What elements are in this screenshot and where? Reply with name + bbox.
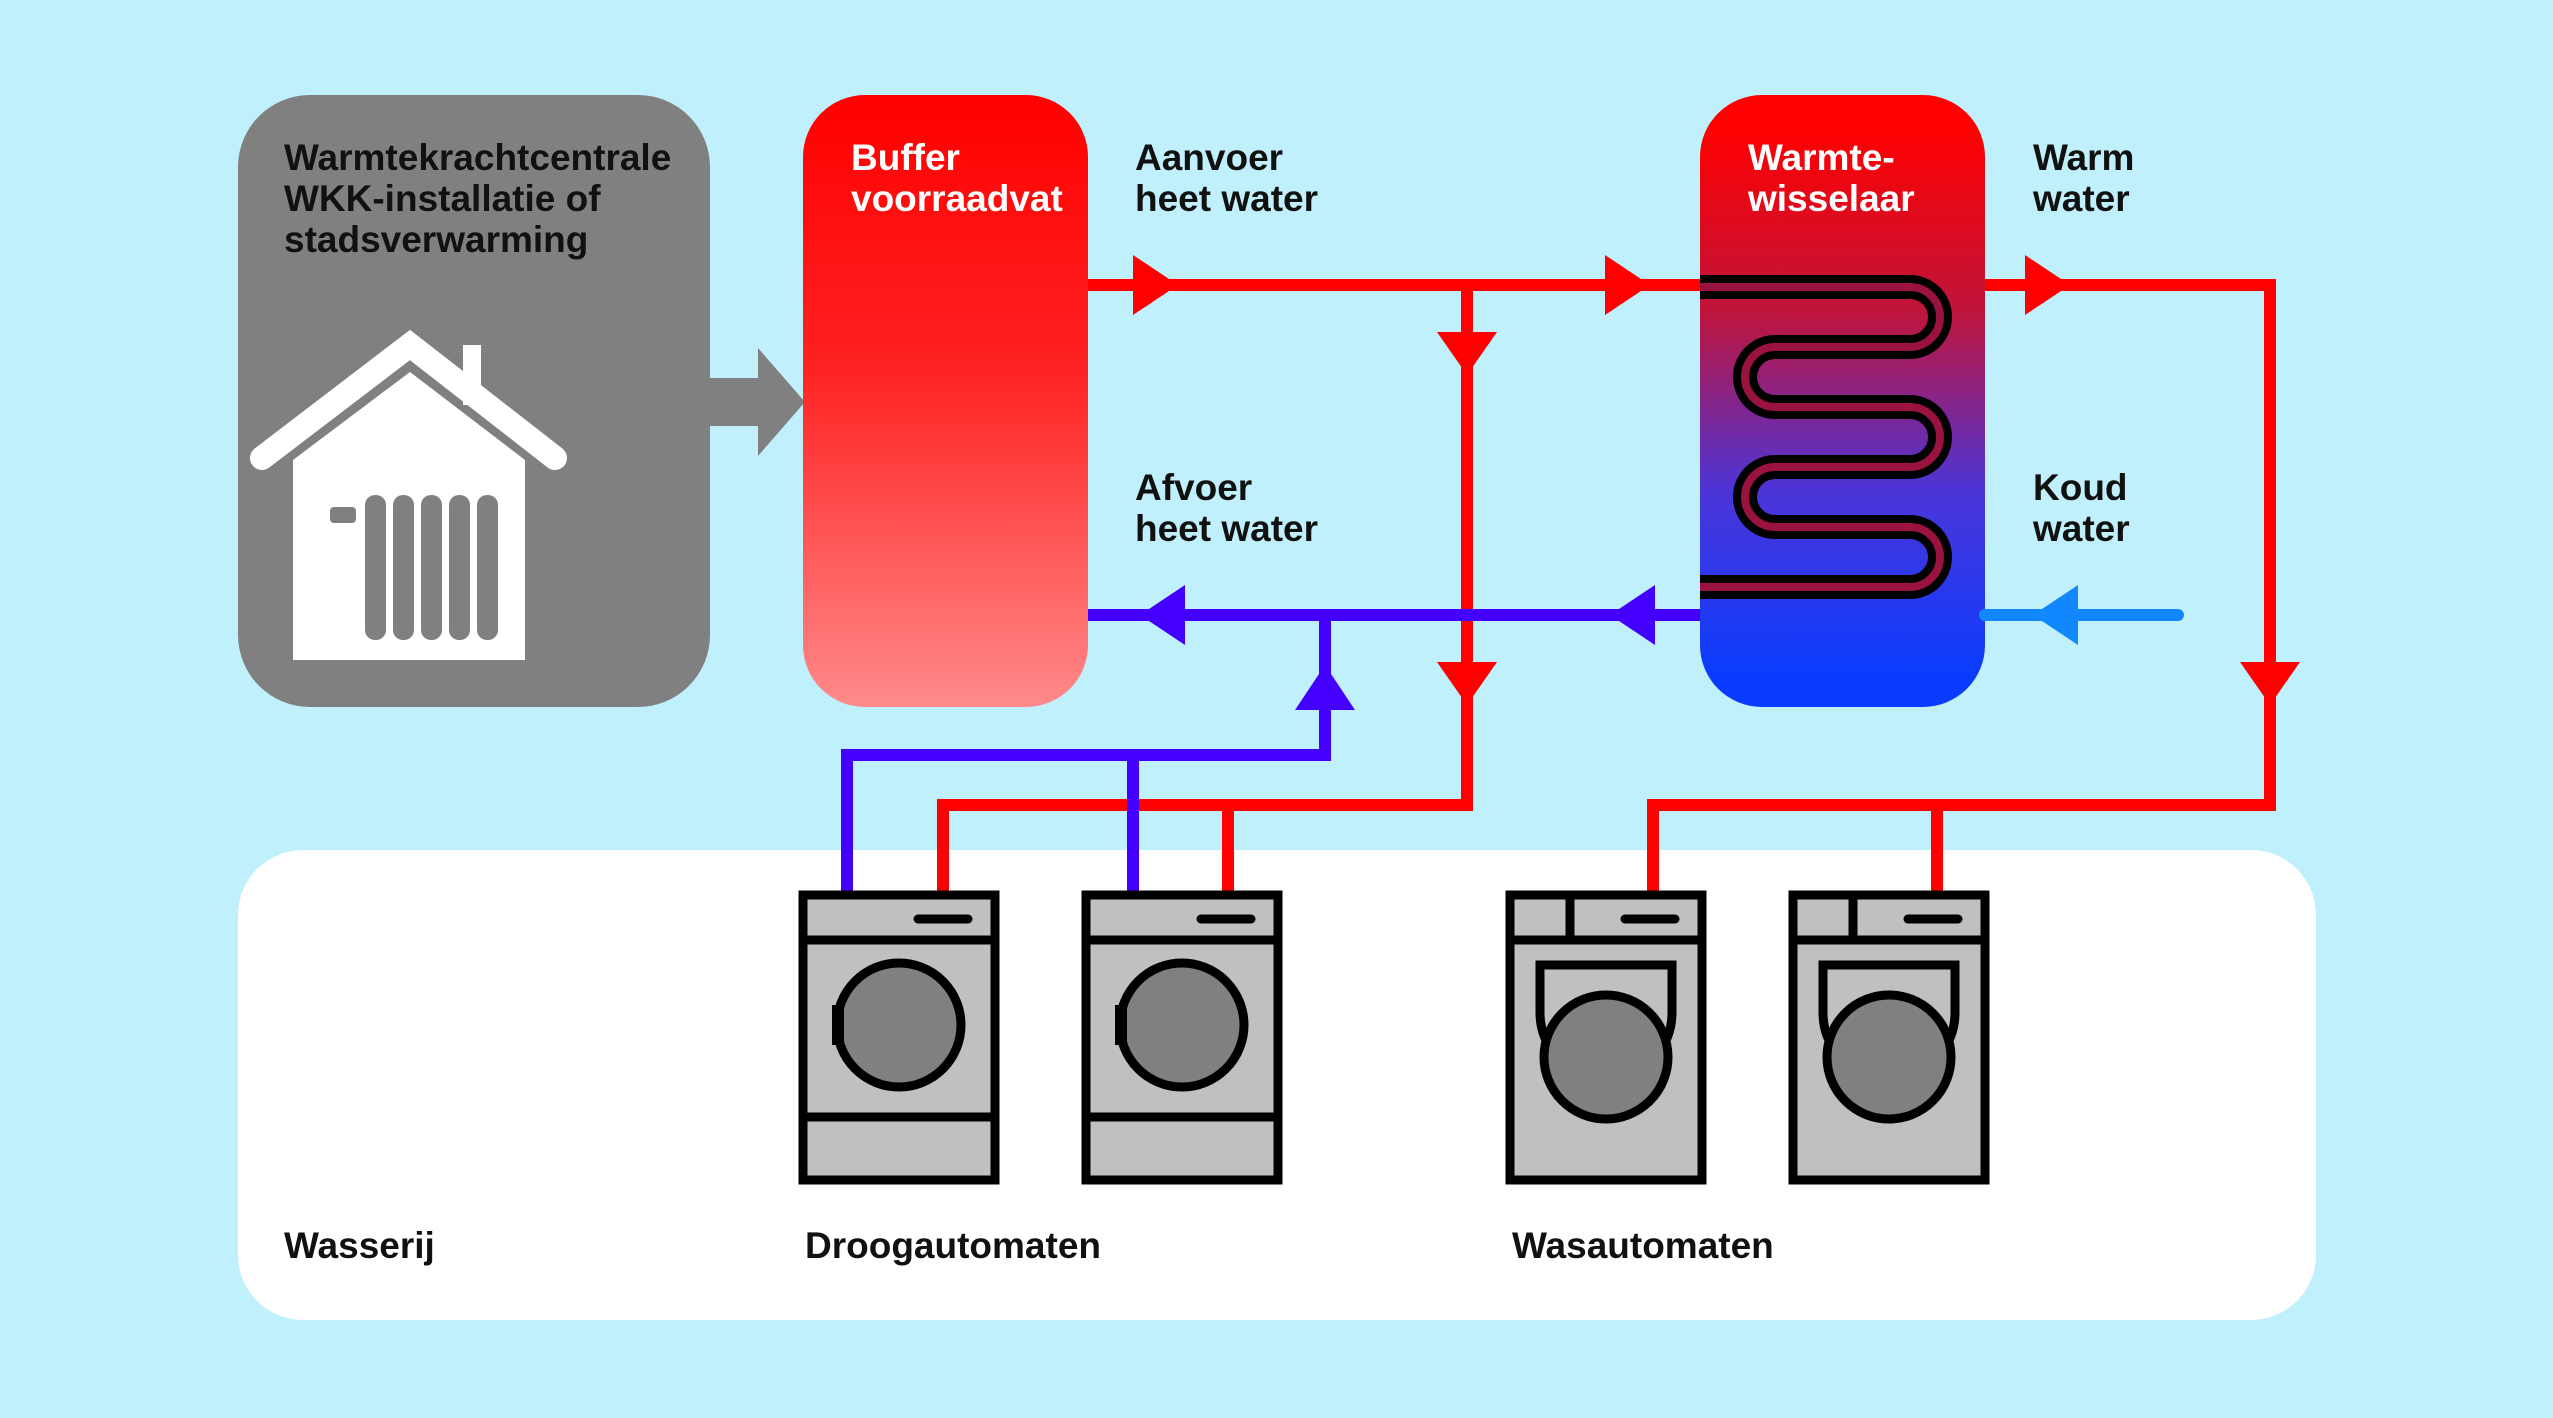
- warm-label-line1: Warm: [2033, 137, 2134, 178]
- return-arrow2-icon: [1610, 585, 1655, 645]
- laundry-label: Wasserij: [284, 1225, 435, 1266]
- cold-arrow-icon: [2033, 585, 2078, 645]
- cold-label-line1: Koud: [2033, 467, 2128, 508]
- washer-icon: [1505, 890, 1707, 1185]
- buffer-vessel: [803, 95, 1088, 707]
- washers-label: Wasautomaten: [1512, 1225, 1774, 1266]
- supply-arrow-icon: [1133, 255, 1178, 315]
- warm-label-line2: water: [2032, 178, 2130, 219]
- dryer-icon: [1081, 890, 1283, 1185]
- source-label-line3: stadsverwarming: [284, 219, 588, 260]
- supply-label-line2: heet water: [1135, 178, 1318, 219]
- exchanger-label-line1: Warmte-: [1748, 137, 1895, 178]
- branch-down-arrow2-icon: [1437, 662, 1497, 705]
- warm-down-arrow-icon: [2240, 662, 2300, 705]
- supply-arrow2-icon: [1605, 255, 1650, 315]
- exchanger-coil-inner: [1700, 283, 1944, 591]
- buffer-label-line2: voorraadvat: [851, 178, 1063, 219]
- warm-water-pipe: [1647, 279, 2276, 893]
- source-label-line2: WKK-installatie of: [284, 178, 601, 219]
- return-label-line2: heet water: [1135, 508, 1318, 549]
- supply-label-line1: Aanvoer: [1135, 137, 1283, 178]
- buffer-label-line1: Buffer: [851, 137, 960, 178]
- house-icon: [250, 329, 567, 660]
- hot-branch-pipe: [937, 285, 1473, 893]
- return-label-line1: Afvoer: [1135, 467, 1252, 508]
- source-label-line1: Warmtekrachtcentrale: [284, 137, 671, 178]
- return-arrow-icon: [1140, 585, 1185, 645]
- warm-arrow-icon: [2025, 255, 2070, 315]
- return-up-arrow-icon: [1295, 665, 1355, 710]
- cold-label-line2: water: [2032, 508, 2130, 549]
- feed-arrow-icon: [710, 348, 805, 456]
- heat-source-box: Warmtekrachtcentrale WKK-installatie of …: [238, 95, 710, 707]
- washer-icon: [1788, 890, 1990, 1185]
- radiator-icon: [330, 495, 498, 640]
- exchanger-label-line2: wisselaar: [1747, 178, 1915, 219]
- branch-down-arrow-icon: [1437, 332, 1497, 375]
- dryer-icon: [798, 890, 1000, 1185]
- dryers-label: Droogautomaten: [805, 1225, 1101, 1266]
